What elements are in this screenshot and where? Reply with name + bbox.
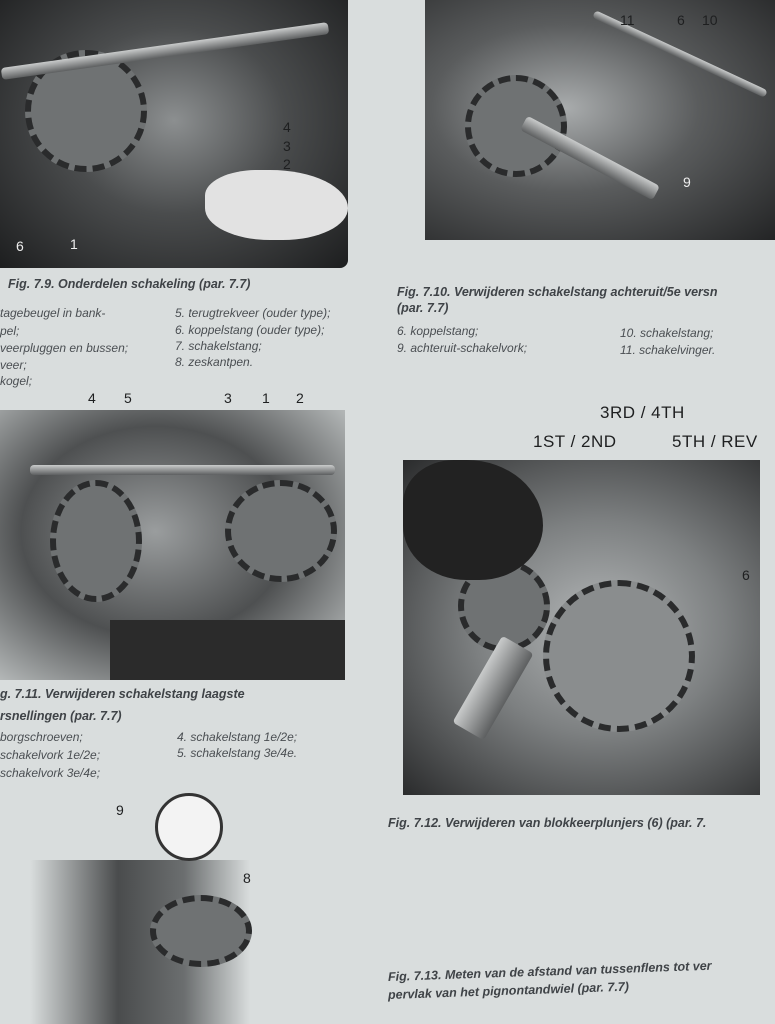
fig-7-10-label: 10 [702,12,718,28]
fig-7-13-caption: pervlak van het pignontandwiel (par. 7.7… [387,979,630,1002]
legend-item: kogel; [0,374,33,388]
fig-7-10-label: 6 [677,12,685,28]
fig-7-11-caption: g. 7.11. Verwijderen schakelstang laagst… [0,687,245,701]
legend-item: 9. achteruit-schakelvork; [397,341,528,355]
fig-7-12-label: 1ST / 2ND [533,432,617,451]
legend-item: veerpluggen en bussen; [0,341,129,355]
legend-item: 5. terugtrekveer (ouder type); [175,306,331,320]
legend-item: schakelvork 1e/2e; [0,748,101,762]
legend-item: 5. schakelstang 3e/4e. [177,746,298,760]
fig-7-9-label: 6 [16,238,24,254]
legend-item: pel; [0,324,20,338]
legend-item: borgschroeven; [0,730,83,744]
fig-7-9-caption: Fig. 7.9. Onderdelen schakeling (par. 7.… [8,277,251,291]
fig-7-10-label: 9 [683,174,691,190]
fig-7-10-caption: Fig. 7.10. Verwijderen schakelstang acht… [397,285,718,299]
gear-image [150,895,252,967]
gear-image [465,75,567,177]
legend-item: 8. zeskantpen. [175,355,254,369]
fig-7-9-label: 4 [283,119,291,135]
fig-7-9-label: 2 [283,156,291,172]
gear-image [225,480,337,582]
fig-7-12-photo [403,460,760,795]
fig-7-9-label: 1 [70,236,78,252]
hand-image [403,460,543,580]
fig-7-13-photo [30,860,252,1024]
fig-7-9-label: 3 [283,138,291,154]
dial-gauge-icon [155,793,223,861]
shaft-image [0,22,330,80]
legend-item: schakelvork 3e/4e; [0,766,101,780]
fig-7-9-photo [0,0,348,268]
fig-7-11-label: 1 [262,390,270,406]
fig-7-10-label: 11 [620,12,635,28]
fig-7-12-label: 5TH / REV [672,432,758,451]
fig-7-12-caption: Fig. 7.12. Verwijderen van blokkeerplunj… [388,816,707,830]
shaft-image [452,635,534,741]
legend-item: 11. schakelvinger. [620,343,716,357]
legend-item: 10. schakelstang; [620,326,714,340]
fig-7-10-photo [425,0,775,240]
fig-7-11-label: 5 [124,390,132,406]
fig-7-12-label: 6 [742,567,750,583]
fig-7-13-label: 8 [243,870,251,886]
legend-item: 6. koppelstang (ouder type); [175,323,325,337]
fig-7-10-caption: (par. 7.7) [397,301,449,315]
legend-item: veer; [0,358,27,372]
legend-item: 4. schakelstang 1e/2e; [177,730,298,744]
fig-7-11-photo [0,410,345,680]
fig-7-13-caption: Fig. 7.13. Meten van de afstand van tuss… [387,958,712,984]
fig-7-11-label: 4 [88,390,96,406]
gear-image [543,580,695,732]
fig-7-11-label: 2 [296,390,304,406]
gear-image [50,480,142,602]
base-image [110,620,345,680]
legend-item: 6. koppelstang; [397,324,479,338]
hand-image [205,170,348,240]
legend-item: tagebeugel in bank- [0,306,106,320]
fig-7-12-label: 3RD / 4TH [600,403,685,422]
fig-7-11-caption: rsnellingen (par. 7.7) [0,709,122,723]
fig-7-13-label: 9 [116,802,124,818]
shaft-image [30,465,335,475]
fig-7-11-label: 3 [224,390,232,406]
legend-item: 7. schakelstang; [175,339,262,353]
